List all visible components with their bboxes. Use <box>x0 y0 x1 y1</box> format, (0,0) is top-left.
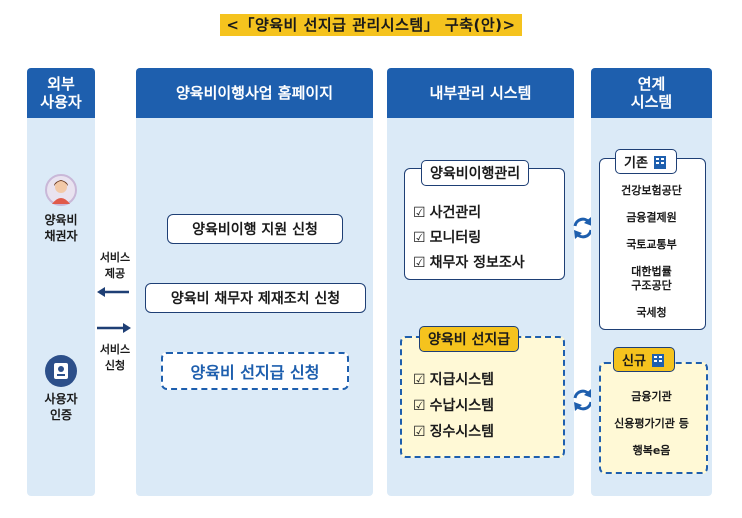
advance-item-receipt-label: 수납시스템 <box>429 398 494 414</box>
existing-system-item: 국토교통부 <box>626 238 677 251</box>
check-icon: ☑ <box>413 398 426 414</box>
existing-system-item: 금융결제원 <box>626 211 677 224</box>
check-icon: ☑ <box>413 255 426 271</box>
existing-system-item: 국세청 <box>636 306 667 319</box>
arrow-left-icon <box>97 287 129 297</box>
child-support-management-box <box>404 168 565 280</box>
advance-payment-title: 양육비 선지급 <box>419 326 520 352</box>
check-icon: ☑ <box>413 205 426 221</box>
diagram-title-text: <「양육비 선지급 관리시스템」 구축(안)> <box>220 14 522 36</box>
existing-system-item: 건강보험공단 <box>621 184 682 197</box>
mgmt-item-monitoring: ☑모니터링 <box>413 227 481 247</box>
external-users-header: 외부 사용자 <box>27 68 95 118</box>
advance-item-payment: ☑지급시스템 <box>413 369 494 389</box>
new-systems-title: 신규 <box>613 347 675 372</box>
existing-systems-list: 건강보험공단 금융결제원 국토교통부 대한법률 구조공단 국세청 <box>591 184 712 333</box>
new-system-item: 금융기관 <box>631 390 672 403</box>
advance-item-payment-label: 지급시스템 <box>429 372 494 388</box>
mgmt-item-case: ☑사건관리 <box>413 202 481 222</box>
creditor-label: 양육비 채권자 <box>44 213 78 243</box>
user-auth-icon <box>45 355 77 387</box>
existing-systems-title-text: 기존 <box>624 156 648 171</box>
internal-system-column: 내부관리 시스템 양육비이행관리 ☑사건관리 ☑모니터링 ☑채무자 정보조사 양… <box>387 68 574 496</box>
existing-system-item: 대한법률 구조공단 <box>631 265 672 292</box>
check-icon: ☑ <box>413 230 426 246</box>
external-users-column: 외부 사용자 양육비 채권자 사용자 인증 <box>27 68 95 496</box>
building-icon <box>651 353 664 367</box>
new-systems-box <box>599 362 708 474</box>
advance-item-collection: ☑징수시스템 <box>413 421 494 441</box>
new-system-item: 행복e음 <box>632 444 671 457</box>
building-icon <box>653 155 666 169</box>
service-request-label: 서비스 신청 <box>99 343 131 372</box>
advance-payment-application-item[interactable]: 양육비 선지급 신청 <box>161 352 349 390</box>
advance-item-collection-label: 징수시스템 <box>429 424 494 440</box>
mgmt-item-case-label: 사건관리 <box>429 205 482 221</box>
homepage-column: 양육비이행사업 홈페이지 양육비이행 지원 신청 양육비 채무자 제재조치 신청… <box>136 68 373 496</box>
child-support-management-title: 양육비이행관리 <box>421 160 530 186</box>
mgmt-item-debtor-investigation: ☑채무자 정보조사 <box>413 252 525 272</box>
new-system-item: 신용평가기관 등 <box>614 417 689 430</box>
arrow-right-icon <box>97 323 131 333</box>
sync-icon <box>573 389 593 411</box>
advance-item-receipt: ☑수납시스템 <box>413 395 494 415</box>
check-icon: ☑ <box>413 424 426 440</box>
support-application-item[interactable]: 양육비이행 지원 신청 <box>167 214 343 244</box>
new-systems-title-text: 신규 <box>622 354 646 369</box>
linked-system-header: 연계 시스템 <box>591 68 712 118</box>
mgmt-item-monitoring-label: 모니터링 <box>429 230 482 246</box>
homepage-header: 양육비이행사업 홈페이지 <box>136 68 373 118</box>
internal-system-header: 내부관리 시스템 <box>387 68 574 118</box>
service-provide-label: 서비스 제공 <box>99 251 131 280</box>
linked-system-column: 연계 시스템 기존 건강보험공단 금융결제원 국토교통부 대한법률 구조공단 국… <box>591 68 712 496</box>
user-auth-label: 사용자 인증 <box>44 392 78 422</box>
mgmt-item-debtor-investigation-label: 채무자 정보조사 <box>429 255 525 271</box>
check-icon: ☑ <box>413 372 426 388</box>
new-systems-list: 금융기관 신용평가기관 등 행복e음 <box>591 390 712 471</box>
sync-icon <box>573 217 593 239</box>
diagram-title: <「양육비 선지급 관리시스템」 구축(안)> <box>0 14 742 36</box>
existing-systems-title: 기존 <box>615 149 677 174</box>
existing-systems-box <box>599 158 706 330</box>
sanction-application-item[interactable]: 양육비 채무자 제재조치 신청 <box>145 283 366 313</box>
creditor-avatar-icon <box>45 174 77 206</box>
